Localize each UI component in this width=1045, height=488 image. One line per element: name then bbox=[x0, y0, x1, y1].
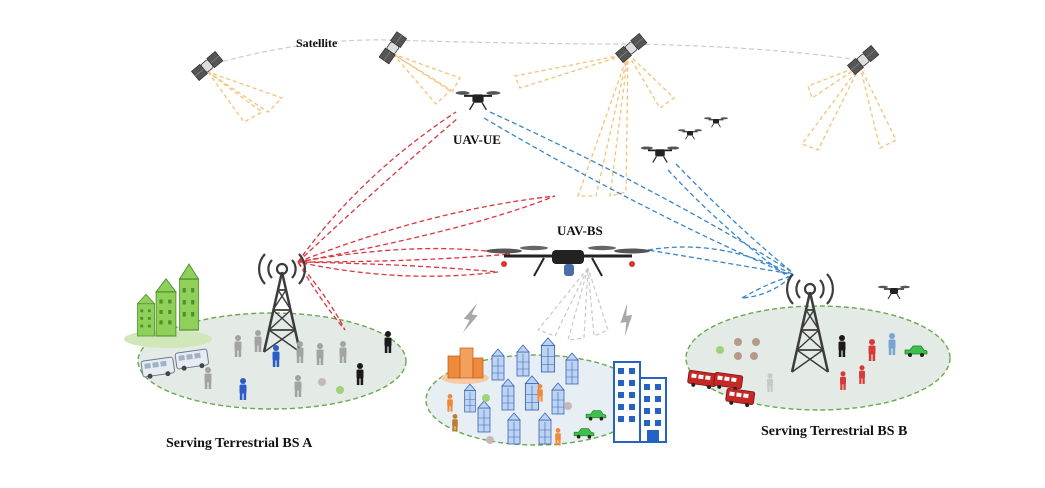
bus-icon bbox=[724, 387, 756, 409]
bus-icon bbox=[686, 369, 718, 391]
users-city bbox=[447, 384, 572, 446]
bs-b-beams bbox=[483, 111, 793, 299]
lightning-icon bbox=[460, 301, 481, 336]
satellite-icon bbox=[191, 51, 224, 81]
uav-bs-beams bbox=[537, 267, 609, 341]
office-buildings bbox=[613, 361, 667, 443]
satellite-label: Satellite bbox=[296, 36, 338, 50]
drone-icon-uav-bs bbox=[486, 245, 650, 277]
drone-icon-uav-ue bbox=[454, 90, 502, 111]
bs-b-label: Serving Terrestrial BS B bbox=[761, 424, 908, 439]
uav-bs-label: UAV-BS bbox=[557, 223, 603, 238]
cell-area-b bbox=[685, 305, 951, 411]
bs-a-label: Serving Terrestrial BS A bbox=[166, 436, 313, 451]
green-buildings bbox=[124, 263, 212, 348]
drone-icon bbox=[639, 145, 681, 164]
drone-icon bbox=[703, 116, 729, 128]
orange-buildings bbox=[441, 347, 489, 384]
satellite-icon bbox=[847, 45, 880, 75]
satellite-orbit bbox=[199, 39, 861, 69]
uav-ue-label: UAV-UE bbox=[453, 132, 501, 147]
satellite-icon bbox=[615, 33, 648, 63]
bs-a-beams bbox=[297, 111, 556, 331]
users-area-b bbox=[716, 333, 896, 392]
drone-icon bbox=[677, 128, 703, 140]
satellite-beams bbox=[207, 53, 897, 197]
drone-icon bbox=[877, 284, 911, 300]
users-area-a bbox=[204, 330, 392, 400]
satellite-icon bbox=[378, 31, 408, 65]
lightning-icon bbox=[617, 303, 636, 337]
